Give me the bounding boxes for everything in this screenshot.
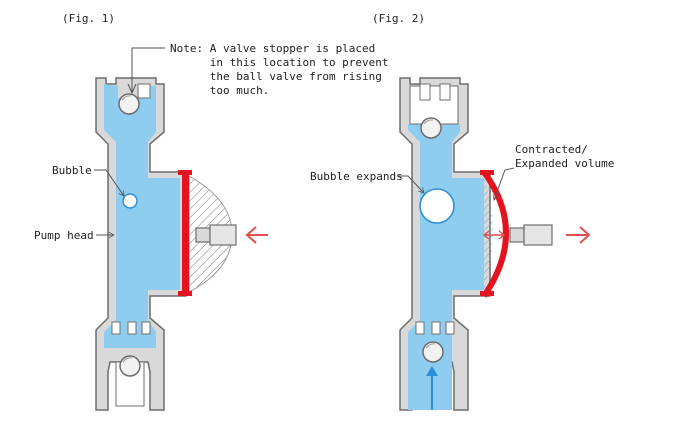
fig2-volume-label-line-1: Contracted/: [515, 143, 588, 156]
fig1-caption: (Fig. 1): [62, 12, 115, 25]
fig2-pull-arrow-icon: [566, 226, 591, 244]
fig1-note-leader: [127, 47, 165, 95]
figure-1: (Fig. 1): [34, 12, 389, 411]
fig2-volume-label-line-2: Expanded volume: [515, 157, 614, 170]
note-line-3: the ball valve from rising: [170, 70, 382, 83]
fig1-push-arrow-icon: [245, 226, 268, 244]
note-line-4: too much.: [170, 84, 269, 97]
fig1-shaft: [195, 224, 237, 246]
fig2-shaft: [509, 224, 553, 246]
fig2-double-arrow-icon: [482, 230, 506, 240]
fig1-bubble-label: Bubble: [52, 164, 92, 177]
fig2-volume-leader: [494, 167, 515, 200]
fig2-bubble-label: Bubble expands: [310, 170, 403, 183]
fig1-bubble-leader: [94, 169, 124, 196]
fig1-pump-head-label: Pump head: [34, 229, 94, 242]
fig1-bubble: [122, 193, 138, 209]
fig1-upper-ball-valve: [118, 93, 140, 115]
fig2-caption: (Fig. 2): [372, 12, 425, 25]
note-line-2: in this location to prevent: [170, 56, 389, 69]
fig1-pump-body: [95, 77, 187, 411]
fig1-diaphragm: [178, 170, 192, 296]
fig2-inflow-arrow-icon: [426, 366, 438, 410]
note-line-1: Note: A valve stopper is placed: [170, 42, 375, 55]
figure-2: (Fig. 2): [310, 12, 614, 411]
fig1-note: Note: A valve stopper is placed in this …: [170, 42, 389, 97]
fig2-diaphragm: [480, 170, 509, 298]
fig2-upper-ball-valve: [420, 117, 442, 139]
fig2-hatched-volume: [484, 178, 493, 290]
fig2-bubble-leader: [398, 175, 424, 193]
fig1-lower-ball-valve: [119, 355, 141, 377]
fig2-bubble: [419, 188, 455, 224]
fig2-lower-ball-valve: [422, 341, 444, 363]
fig2-pump-body: [399, 77, 491, 411]
